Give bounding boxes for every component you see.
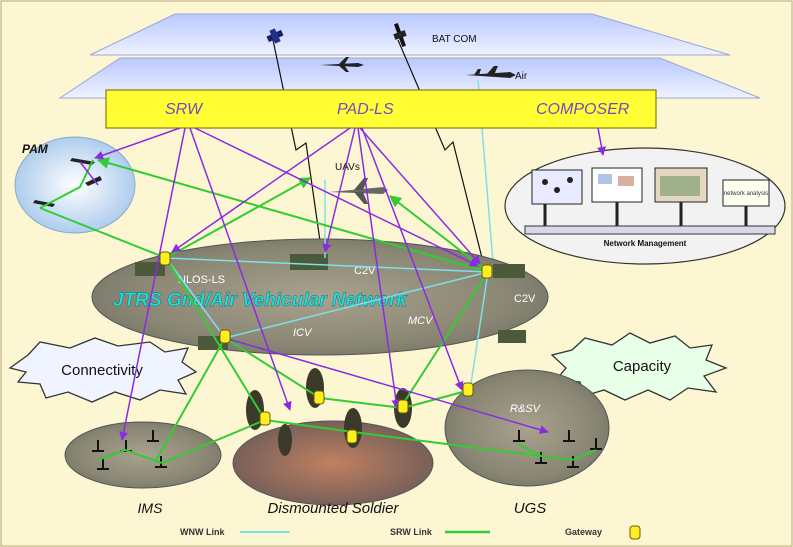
srw-link-line bbox=[39, 159, 94, 209]
satellite-icon bbox=[393, 23, 407, 47]
management-rail bbox=[524, 225, 776, 235]
purple-link-line bbox=[119, 127, 186, 441]
ims-label: IMS bbox=[138, 500, 164, 516]
wnw-link-line bbox=[165, 257, 489, 273]
gateway-icon bbox=[159, 251, 493, 444]
purple-link-line bbox=[194, 127, 479, 267]
ims-terrain bbox=[64, 421, 222, 489]
vehicle-label: C2V bbox=[354, 265, 376, 277]
srw-link-line bbox=[352, 431, 541, 457]
legend-wnw-label: WNW Link bbox=[180, 527, 225, 537]
purple-link-line bbox=[359, 127, 481, 265]
banner-composer-label: COMPOSER bbox=[536, 101, 630, 118]
purple-link-line bbox=[322, 127, 356, 253]
banner-padls-label: PAD-LS bbox=[337, 101, 394, 118]
srw-link-line bbox=[165, 177, 312, 259]
purple-link-line bbox=[171, 127, 351, 253]
ugs-label: UGS bbox=[514, 500, 547, 517]
purple-link-line bbox=[597, 127, 606, 156]
srw-links bbox=[39, 157, 541, 464]
srw-link-line bbox=[402, 271, 489, 405]
sensor-icon bbox=[513, 430, 602, 468]
batcom-label: BAT COM bbox=[432, 34, 477, 45]
srw-link-line bbox=[319, 397, 404, 409]
monitor-icon bbox=[654, 167, 708, 226]
uav-icon bbox=[330, 178, 388, 204]
srw-link-line bbox=[39, 207, 167, 259]
srw-link-line bbox=[224, 337, 321, 399]
batcom-layer bbox=[89, 13, 731, 56]
air-layer bbox=[58, 57, 761, 99]
monitor-icon bbox=[722, 179, 770, 226]
aircraft-icon bbox=[320, 57, 364, 72]
uav-label: UAVs bbox=[335, 162, 360, 173]
vehicular-network-terrain bbox=[91, 238, 549, 356]
srw-link-line bbox=[165, 257, 266, 421]
network-management-label: Network Management bbox=[604, 239, 687, 248]
legend-srw-label: SRW Link bbox=[390, 527, 433, 537]
wnw-link-line bbox=[469, 271, 489, 391]
application-links bbox=[79, 127, 549, 441]
rsv-label: R&SV bbox=[510, 403, 542, 415]
connectivity-burst bbox=[8, 337, 198, 403]
capacity-label: Capacity bbox=[613, 358, 672, 375]
air-label: Air bbox=[515, 71, 528, 82]
srw-link-line bbox=[97, 448, 163, 464]
purple-link-line bbox=[361, 127, 464, 391]
pam-missile-icon bbox=[33, 158, 102, 207]
purple-link-line bbox=[357, 127, 401, 409]
legend-gateway-icon bbox=[629, 525, 641, 540]
purple-link-line bbox=[79, 161, 99, 186]
vehicle-label: C2V bbox=[514, 293, 536, 305]
soldier-label: Dismounted Soldier bbox=[268, 500, 400, 517]
purple-link-line bbox=[94, 127, 181, 160]
vehicle-label: MCV bbox=[408, 315, 434, 327]
vehicle-label: ICV bbox=[293, 327, 313, 339]
banner-srw-label: SRW bbox=[165, 101, 204, 118]
purple-link-line bbox=[224, 337, 549, 435]
vehicular-network-title: JTRS Gnd/Air Vehicular Network bbox=[113, 290, 408, 311]
satellite-icon bbox=[266, 28, 284, 44]
ugs-terrain bbox=[444, 369, 610, 487]
wnw-link-line bbox=[165, 257, 226, 339]
srw-link-line bbox=[96, 157, 489, 273]
monitor-icon bbox=[531, 169, 583, 226]
purple-link-line bbox=[189, 127, 292, 411]
pam-label: PAM bbox=[22, 142, 49, 156]
vehicle-label: NLOS-LS bbox=[178, 274, 225, 286]
soldier-terrain bbox=[232, 420, 434, 506]
legend-gateway-label: Gateway bbox=[565, 527, 602, 537]
srw-link-line bbox=[161, 419, 266, 464]
screen-caption: network analysis bbox=[724, 191, 768, 197]
srw-link-line bbox=[517, 443, 597, 462]
monitor-icon bbox=[591, 167, 643, 226]
srw-link-line bbox=[264, 419, 354, 433]
connectivity-label: Connectivity bbox=[61, 362, 143, 379]
srw-link-line bbox=[154, 337, 226, 463]
wnw-link-line bbox=[224, 271, 489, 339]
applications-banner bbox=[105, 89, 657, 129]
aircraft-icon bbox=[466, 66, 516, 78]
